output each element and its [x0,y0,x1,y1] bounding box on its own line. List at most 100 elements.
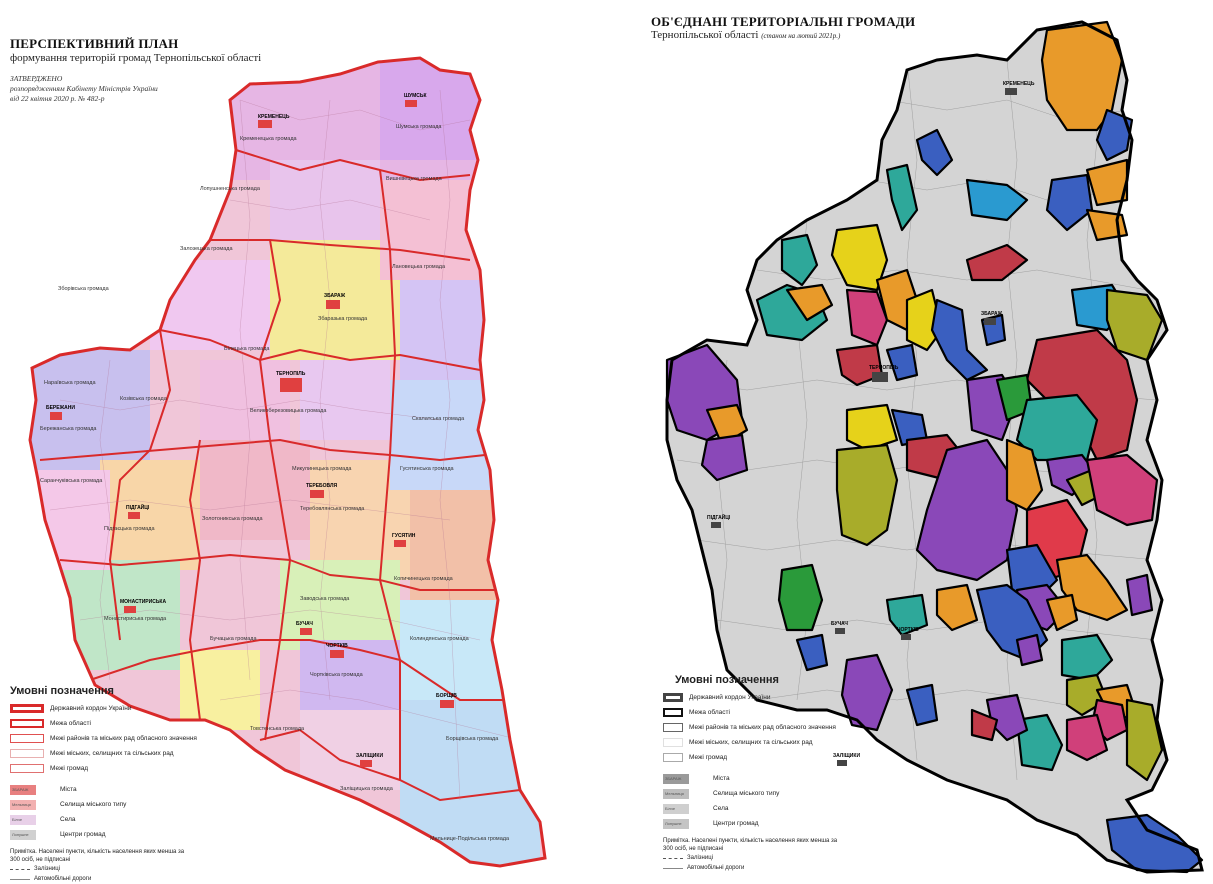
legend-label: Міста [60,786,77,793]
right-map-subtitle: Тернопільської області (станом на лютий … [651,29,840,41]
place-ternopil: ТЕРНОПІЛЬ [869,365,899,371]
towns-swatch: Мельниця [663,788,689,799]
area-label: Залозецька громада [180,246,233,252]
oblast-border-swatch [10,719,44,728]
left-area-labels: Кременецька громада Збаразька громада Зб… [40,124,510,842]
place-borshchiv: БОРЩІВ [436,693,457,699]
place-kremenets: КРЕМЕНЕЦЬ [1003,81,1035,87]
railway-swatch [10,868,30,870]
legend-item-raion-border: Межі районів та міських рад обласного зн… [663,720,863,735]
legend-label: Межі районів та міських рад обласного зн… [50,735,197,742]
area-label: Бережанська громада [40,426,97,432]
area-label: Копичинецька громада [394,576,454,582]
place-buchach: БУЧАЧ [296,621,313,627]
council-border-swatch [10,749,44,758]
legend-label: Залізниці [687,855,713,861]
place-chortkiv: ЧОРТКІВ [897,627,919,633]
legend-note: Примітка. Населені пункти, кількість нас… [10,849,185,863]
cities-swatch: ЗБАРАЖ [663,773,689,784]
cities-swatch: ЗБАРАЖ [10,784,36,795]
legend-item-oblast-border: Межа області [663,705,863,720]
area-label: Товстенська громада [250,726,305,732]
place-terebovlia: ТЕРЕБОВЛЯ [306,483,338,489]
legend-category-centers: Лопушне Центри громад [663,816,863,831]
legend-label: Автомобільні дороги [34,876,92,882]
left-map-panel: КРЕМЕНЕЦЬ ШУМСЬК ЗБАРАЖ ТЕРНОПІЛЬ БЕРЕЖА… [0,0,606,884]
legend-item-council-border: Межі міських, селищних та сільських рад [663,735,863,750]
area-label: Саранчуківська громада [40,478,103,484]
right-subtitle-note: (станом на лютий 2021р.) [761,32,841,40]
area-label: Кременецька громада [240,136,298,142]
area-label: Лопушненська громада [200,186,261,192]
legend-label: Межі міських, селищних та сільських рад [50,750,174,757]
legend-label: Центри громад [60,831,106,838]
state-border-swatch [10,704,44,713]
place-zalishchyky: ЗАЛІЩИКИ [833,753,860,759]
area-label: Зборівська громада [58,286,110,292]
road-swatch [663,867,683,869]
railway-swatch [663,857,683,859]
area-label: Колиндянська громада [410,636,470,642]
legend-item-state-border: Державний кордон України [663,690,863,705]
legend-label: Центри громад [713,820,759,827]
approval-line-3: від 22 квітня 2020 р. № 482-р [10,94,105,103]
legend-label: Межі районів та міських рад обласного зн… [689,724,836,731]
legend-label: Селища міського типу [713,790,780,797]
raion-border-swatch [10,734,44,743]
area-label: Микулинецька громада [292,466,352,472]
hromada-border-swatch [663,753,683,762]
legend-label: Села [60,816,76,823]
area-label: Мельнице-Подільська громада [430,836,510,842]
legend-label: Межі громад [689,754,728,761]
area-label: Скалатська громада [412,416,465,422]
legend-label: Автомобільні дороги [687,865,745,871]
place-zbarazh: ЗБАРАЖ [981,311,1003,317]
legend-roads: Автомобільні дороги [10,874,210,884]
centers-swatch: Лопушне [663,818,689,829]
legend-item-state-border: Державний кордон України [10,701,210,716]
road-swatch [10,878,30,880]
legend-category-towns: Мельниця Селища міського типу [663,786,863,801]
area-label: Вишнівецька громада [386,176,443,182]
place-pidhaitsi: ПІДГАЙЦІ [126,503,150,511]
area-label: Білецька громада [224,346,270,352]
area-label: Заліщицька громада [340,786,394,792]
place-pidhaitsi: ПІДГАЙЦІ [707,513,731,521]
area-label: Козівська громада [120,396,168,402]
place-zalishchyky: ЗАЛІЩИКИ [356,753,383,759]
area-label: Збаразька громада [318,316,368,322]
area-label: Чортківська громада [310,672,364,678]
villages-swatch: Білче [10,814,36,825]
legend-label: Межі громад [50,765,89,772]
place-zbarazh: ЗБАРАЖ [324,293,346,299]
legend-label: Межі міських, селищних та сільських рад [689,739,813,746]
legend-label: Межа області [689,709,730,716]
area-label: Золотоникська громада [202,516,263,522]
area-label: Заводська громада [300,596,350,602]
place-buchach: БУЧАЧ [831,621,848,627]
legend-label: Залізниці [34,866,60,872]
area-label: Бучацька громада [210,636,257,642]
right-subtitle-text: Тернопільської області [651,29,759,41]
area-label: Великоберезовицька громада [250,408,327,414]
area-label: Монастириська громада [104,616,167,622]
legend-category-cities: ЗБАРАЖ Міста [10,782,210,797]
approval-line-1: ЗАТВЕРДЖЕНО [10,74,63,83]
area-label: Підгаєцька громада [104,526,155,532]
legend-item-hromada-border: Межі громад [10,761,210,776]
area-label: Теребовлянська громада [300,506,365,512]
area-label: Шумська громада [396,124,442,130]
legend-heading: Умовні позначення [10,685,114,697]
towns-swatch: Мельниця [10,799,36,810]
approval-line-2: розпорядженням Кабінету Міністрів Україн… [10,84,158,93]
place-monastyryska: МОНАСТИРИСЬКА [120,599,166,605]
legend-note: Примітка. Населені пункти, кількість нас… [663,838,838,852]
hromada-border-swatch [10,764,44,773]
area-label: Гусятинська громада [400,466,455,472]
area-label: Нараївська громада [44,380,96,386]
city-markers [50,100,454,767]
left-map-title: ПЕРСПЕКТИВНИЙ ПЛАН [10,36,179,51]
